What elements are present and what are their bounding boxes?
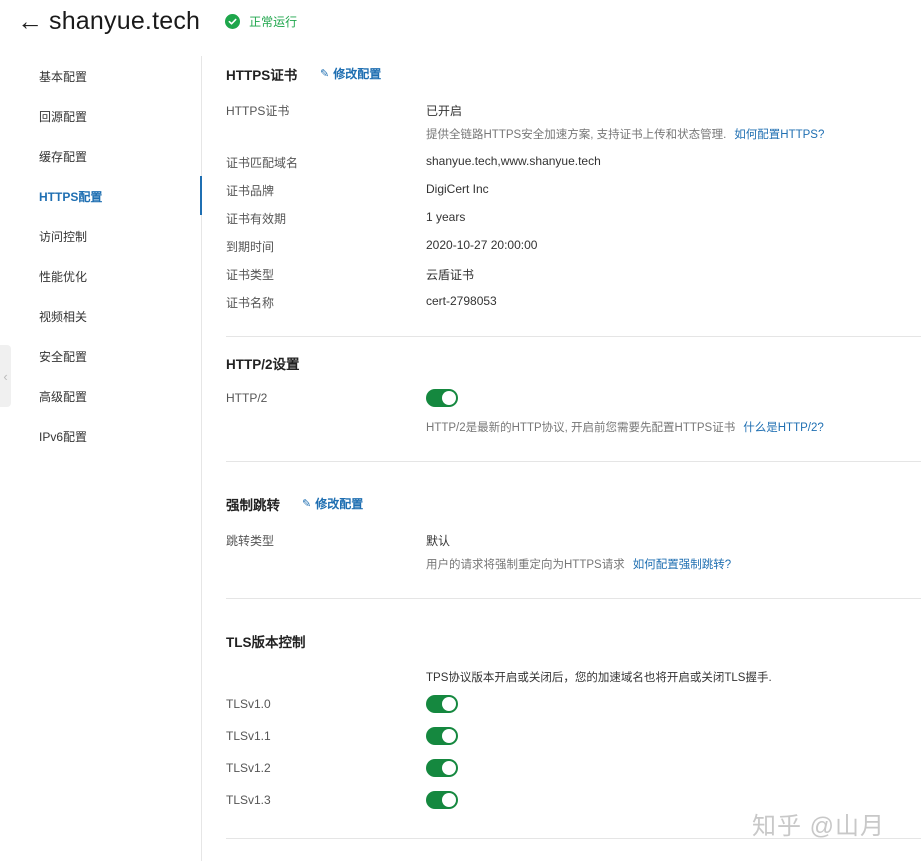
tls-v1-1-toggle[interactable] — [426, 727, 458, 745]
field-label: 证书匹配域名 — [226, 156, 299, 170]
toggle-knob — [442, 697, 456, 711]
chevron-left-icon: ‹ — [3, 368, 8, 384]
edit-https-cert-button[interactable]: ✎ 修改配置 — [320, 65, 381, 82]
page-title: shanyue.tech — [49, 6, 201, 35]
http2-hint: HTTP/2是最新的HTTP协议, 开启前您需要先配置HTTPS证书什么是HTT… — [426, 419, 824, 435]
section-divider — [226, 598, 921, 599]
field-value: shanyue.tech,www.shanyue.tech — [426, 154, 601, 168]
tls-v1-0-toggle[interactable] — [426, 695, 458, 713]
redirect-type-label: 跳转类型 — [226, 534, 275, 548]
toggle-knob — [442, 761, 456, 775]
toggle-knob — [442, 793, 456, 807]
hint-text: HTTP/2是最新的HTTP协议, 开启前您需要先配置HTTPS证书 — [426, 422, 736, 434]
toggle-knob — [442, 391, 456, 405]
https-hint: 提供全链路HTTPS安全加速方案, 支持证书上传和状态管理. 如何配置HTTPS? — [426, 126, 824, 142]
sidebar-item-cache[interactable]: 缓存配置 — [39, 150, 88, 164]
tls-version-label: TLSv1.0 — [226, 697, 271, 711]
field-label: 证书品牌 — [226, 184, 275, 198]
tls-v1-2-toggle[interactable] — [426, 759, 458, 777]
field-value: 云盾证书 — [426, 268, 475, 282]
field-value: 2020-10-27 20:00:00 — [426, 238, 538, 252]
section-divider — [226, 838, 921, 839]
tls-hint: TPS协议版本开启或关闭后，您的加速域名也将开启或关闭TLS握手. — [426, 672, 772, 684]
edit-label: 修改配置 — [315, 497, 364, 511]
section-divider — [226, 461, 921, 462]
sidebar-item-https[interactable]: HTTPS配置 — [39, 190, 103, 204]
redirect-type-value: 默认 — [426, 534, 451, 548]
field-label: 证书类型 — [226, 268, 275, 282]
status-badge: 正常运行 — [225, 13, 297, 30]
toggle-knob — [442, 729, 456, 743]
section-title-http2: HTTP/2设置 — [226, 357, 300, 372]
sidebar-item-advanced[interactable]: 高级配置 — [39, 390, 88, 404]
what-is-http2-link[interactable]: 什么是HTTP/2? — [743, 422, 824, 434]
sidebar-item-video[interactable]: 视频相关 — [39, 310, 88, 324]
active-nav-indicator — [200, 176, 202, 215]
sidebar-item-origin[interactable]: 回源配置 — [39, 110, 88, 124]
field-value: DigiCert Inc — [426, 182, 489, 196]
tls-v1-3-toggle[interactable] — [426, 791, 458, 809]
field-value: 1 years — [426, 210, 466, 224]
section-divider — [226, 336, 921, 337]
tls-version-label: TLSv1.3 — [226, 793, 271, 807]
sidebar-collapse-handle[interactable]: ‹ — [0, 345, 11, 407]
page-header: ← shanyue.tech 正常运行 — [0, 0, 297, 42]
back-arrow-icon[interactable]: ← — [17, 6, 43, 36]
field-value: 已开启 — [426, 104, 463, 118]
sidebar-item-access-control[interactable]: 访问控制 — [39, 230, 88, 244]
edit-force-redirect-button[interactable]: ✎ 修改配置 — [302, 495, 363, 512]
edit-pencil-icon: ✎ — [320, 68, 330, 80]
watermark: 知乎 @山月 — [752, 813, 886, 840]
sidebar-nav: 基本配置 回源配置 缓存配置 HTTPS配置 访问控制 性能优化 视频相关 安全… — [0, 56, 202, 861]
field-label: 证书名称 — [226, 296, 275, 310]
section-title-force-redirect: 强制跳转 — [226, 498, 280, 513]
tls-version-label: TLSv1.2 — [226, 761, 271, 775]
tls-version-label: TLSv1.1 — [226, 729, 271, 743]
section-title-tls: TLS版本控制 — [226, 635, 306, 650]
field-label: HTTPS证书 — [226, 104, 290, 118]
sidebar-item-basic[interactable]: 基本配置 — [39, 70, 88, 84]
hint-text: 提供全链路HTTPS安全加速方案, 支持证书上传和状态管理. — [426, 129, 727, 141]
edit-pencil-icon: ✎ — [302, 498, 312, 510]
how-to-configure-redirect-link[interactable]: 如何配置强制跳转? — [632, 559, 732, 571]
redirect-hint: 用户的请求将强制重定向为HTTPS请求如何配置强制跳转? — [426, 556, 731, 572]
http2-toggle[interactable] — [426, 389, 458, 407]
hint-text: 用户的请求将强制重定向为HTTPS请求 — [426, 559, 625, 571]
sidebar-item-performance[interactable]: 性能优化 — [39, 270, 88, 284]
sidebar-item-security[interactable]: 安全配置 — [39, 350, 88, 364]
sidebar-item-ipv6[interactable]: IPv6配置 — [39, 430, 88, 444]
check-circle-icon — [225, 13, 241, 29]
how-to-configure-https-link[interactable]: 如何配置HTTPS? — [734, 129, 825, 141]
edit-label: 修改配置 — [333, 67, 382, 81]
http2-label: HTTP/2 — [226, 391, 268, 405]
field-value: cert-2798053 — [426, 294, 497, 308]
field-label: 证书有效期 — [226, 212, 287, 226]
status-text: 正常运行 — [249, 14, 298, 29]
section-title-https-cert: HTTPS证书 — [226, 68, 298, 83]
field-label: 到期时间 — [226, 240, 275, 254]
